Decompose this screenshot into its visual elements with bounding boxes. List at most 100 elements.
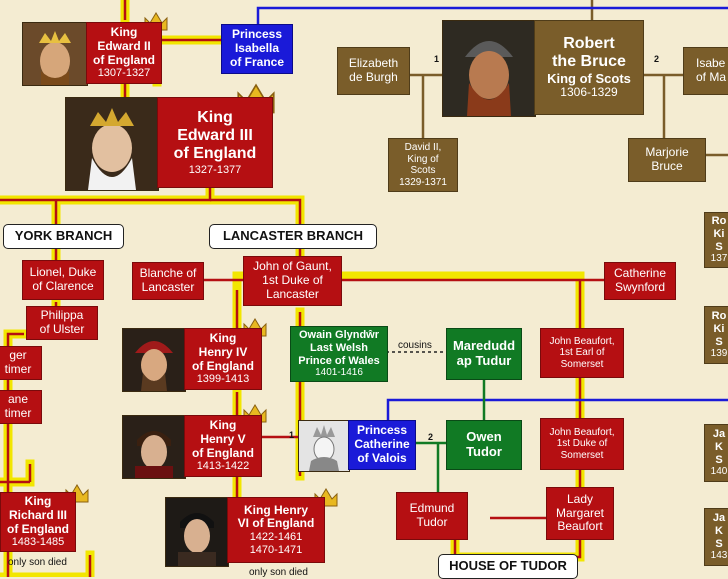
person-reign: 1399-1413: [196, 373, 250, 386]
person-name: Robert the Bruce: [552, 34, 626, 71]
portrait-edward3: [65, 97, 159, 191]
person-john-beaufort-duke[interactable]: John Beaufort, 1st Duke of Somerset: [540, 418, 624, 470]
only-son-died-note: only son died: [249, 567, 308, 578]
person-reign: 137: [710, 253, 728, 265]
person-david2[interactable]: David II, King of Scots 1329-1371: [388, 138, 458, 192]
person-name: ane timer: [4, 392, 32, 420]
person-name: Philippa of Ulster: [39, 308, 85, 336]
person-henry5[interactable]: King Henry V of England 1413-1422: [184, 415, 262, 477]
catherine-valois-portrait-icon: [299, 421, 349, 471]
person-reign: 1413-1422: [196, 460, 250, 473]
person-ane-timer[interactable]: ane timer: [0, 390, 42, 424]
person-philippa[interactable]: Philippa of Ulster: [26, 306, 98, 340]
person-reign: 1307-1327: [97, 67, 151, 80]
person-blanche[interactable]: Blanche of Lancaster: [132, 262, 204, 300]
person-marjorie-bruce[interactable]: Marjorie Bruce: [628, 138, 706, 182]
cousins-note: cousins: [398, 340, 432, 351]
person-name: Lionel, Duke of Clarence: [29, 265, 97, 293]
person-name: Lady Margaret Beaufort: [555, 491, 605, 534]
edward2-portrait-icon: [23, 23, 87, 85]
person-name: Catherine Swynford: [613, 266, 667, 294]
person-reign: 1483-1485: [11, 536, 65, 549]
person-name: Elizabeth de Burgh: [348, 56, 399, 84]
person-name: Princess Isabella of France: [229, 27, 284, 69]
person-john-beaufort-earl[interactable]: John Beaufort, 1st Earl of Somerset: [540, 328, 624, 378]
person-name: Ja K S: [712, 428, 726, 466]
york-branch-label[interactable]: YORK BRANCH: [3, 224, 124, 249]
person-reign: 140: [710, 466, 728, 478]
person-reign: 1329-1371: [399, 176, 447, 188]
person-name: King Edward III of England: [173, 108, 257, 163]
person-edward3[interactable]: King Edward III of England 1327-1377: [157, 97, 273, 188]
person-ger-timer[interactable]: ger timer: [0, 346, 42, 380]
portrait-catherine-valois: [298, 420, 350, 472]
person-owen-tudor[interactable]: Owen Tudor: [446, 420, 522, 470]
person-richard3[interactable]: King Richard III of England 1483-1485: [0, 492, 76, 552]
person-name: Marjorie Bruce: [645, 145, 689, 173]
person-edward2[interactable]: King Edward II of England 1307-1327: [86, 22, 162, 84]
person-reign: 139: [710, 348, 728, 360]
person-name: Isabe of Ma: [696, 56, 727, 84]
person-name: Princess Catherine of Valois: [354, 423, 410, 465]
marriage-number: 2: [654, 54, 660, 64]
henry5-portrait-icon: [123, 416, 185, 478]
person-name: John Beaufort, 1st Duke of Somerset: [549, 426, 615, 461]
portrait-henry5: [122, 415, 186, 479]
person-catherine-valois[interactable]: Princess Catherine of Valois: [348, 420, 416, 470]
person-catherine-swynford[interactable]: Catherine Swynford: [604, 262, 676, 300]
person-title: King of Scots: [547, 70, 631, 86]
person-name: Ro Ki S: [711, 310, 727, 348]
person-right-edge[interactable]: Ro Ki S 139: [704, 306, 728, 364]
person-reign: 143: [710, 550, 728, 562]
person-name: Edmund Tudor: [409, 501, 455, 529]
lancaster-branch-label[interactable]: LANCASTER BRANCH: [209, 224, 377, 249]
person-name: King Henry VI of England: [237, 502, 315, 531]
robert-bruce-portrait-icon: [443, 21, 535, 116]
henry4-portrait-icon: [123, 329, 185, 391]
person-henry4[interactable]: King Henry IV of England 1399-1413: [184, 328, 262, 390]
person-name: King Richard III of England: [7, 493, 69, 536]
person-reign: 1422-1461: [249, 531, 303, 544]
portrait-henry6: [165, 497, 229, 567]
person-margaret-beaufort[interactable]: Lady Margaret Beaufort: [546, 487, 614, 540]
person-name: Blanche of Lancaster: [139, 266, 197, 294]
person-name: Owain Glyndŵr Last Welsh Prince of Wales: [298, 329, 380, 367]
person-isabella[interactable]: Princess Isabella of France: [221, 24, 293, 74]
only-son-died-note: only son died: [8, 557, 67, 568]
person-maredudd[interactable]: Maredudd ap Tudur: [446, 328, 522, 380]
portrait-henry4: [122, 328, 186, 392]
person-name: John Beaufort, 1st Earl of Somerset: [549, 335, 615, 370]
person-name: John of Gaunt, 1st Duke of Lancaster: [253, 259, 332, 301]
person-right-edge[interactable]: Ja K S 140: [704, 424, 728, 482]
edward3-portrait-icon: [66, 98, 158, 190]
portrait-edward2: [22, 22, 88, 86]
person-right-edge[interactable]: Ja K S 143: [704, 508, 728, 566]
person-lionel[interactable]: Lionel, Duke of Clarence: [22, 260, 104, 300]
marriage-number: 2: [428, 432, 434, 442]
person-robert-bruce[interactable]: Robert the Bruce King of Scots 1306-1329: [534, 20, 644, 115]
person-name: ger timer: [4, 348, 32, 376]
portrait-robert-bruce: [442, 20, 536, 117]
person-right-edge[interactable]: Ro Ki S 137: [704, 212, 728, 268]
person-john-of-gaunt[interactable]: John of Gaunt, 1st Duke of Lancaster: [243, 256, 342, 306]
person-reign-2: 1470-1471: [249, 543, 303, 556]
marriage-number: 1: [434, 54, 440, 64]
person-reign: 1306-1329: [560, 85, 618, 100]
person-owain-glyndwr[interactable]: Owain Glyndŵr Last Welsh Prince of Wales…: [290, 326, 388, 382]
person-elizabeth-de-burgh[interactable]: Elizabeth de Burgh: [337, 47, 410, 95]
person-name: King Henry V of England: [192, 417, 254, 460]
person-isabella-of-mar[interactable]: Isabe of Ma: [683, 47, 728, 95]
person-henry6[interactable]: King Henry VI of England 1422-1461 1470-…: [227, 497, 325, 563]
person-name: Ja K S: [712, 512, 726, 550]
person-reign: 1327-1377: [188, 163, 242, 176]
person-name: King Edward II of England: [93, 24, 155, 67]
marriage-number: 1: [289, 430, 295, 440]
person-name: Owen Tudor: [466, 429, 502, 459]
house-of-tudor-label[interactable]: HOUSE OF TUDOR: [438, 554, 578, 579]
henry6-portrait-icon: [166, 498, 228, 566]
person-reign: 1401-1416: [315, 367, 363, 379]
person-name: Ro Ki S: [711, 215, 727, 253]
person-name: King Henry IV of England: [192, 330, 254, 373]
person-edmund-tudor[interactable]: Edmund Tudor: [396, 492, 468, 540]
person-name: Maredudd ap Tudur: [452, 338, 516, 368]
